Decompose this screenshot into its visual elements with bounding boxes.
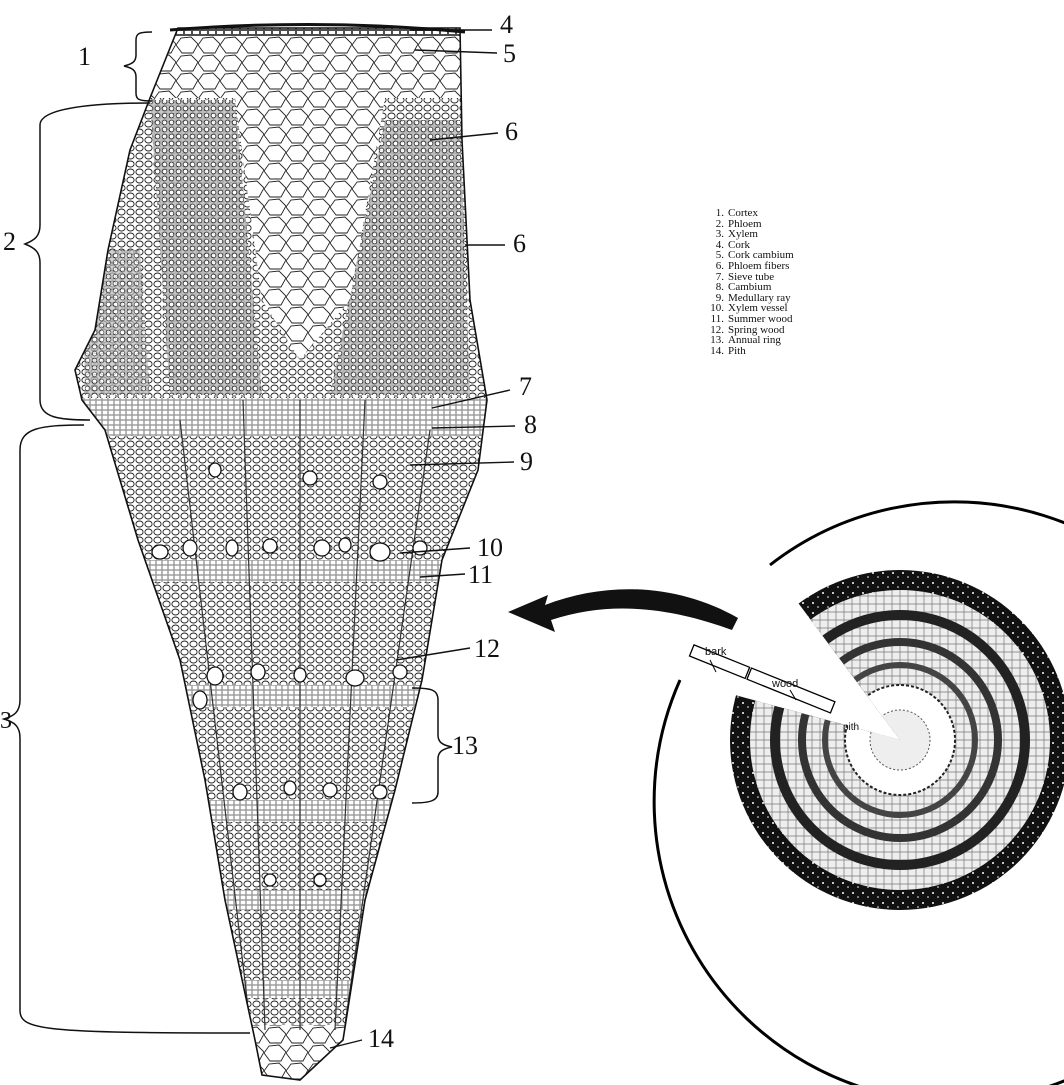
legend-number: 11. bbox=[706, 314, 728, 325]
legend-number: 14. bbox=[706, 346, 728, 357]
legend-term: Phloem fibers bbox=[728, 261, 789, 272]
legend-term: Cortex bbox=[728, 208, 758, 219]
inset-pith-label: pith bbox=[843, 722, 859, 733]
callout-6b: 6 bbox=[513, 229, 526, 258]
legend-term: Pith bbox=[728, 346, 746, 357]
callout-10: 10 bbox=[477, 533, 503, 562]
legend-item: 1.Cortex bbox=[706, 208, 826, 219]
legend-number: 6. bbox=[706, 261, 728, 272]
pointer-arrow bbox=[508, 589, 738, 632]
legend-item: 2.Phloem bbox=[706, 219, 826, 230]
callout-4: 4 bbox=[500, 10, 513, 39]
callout-12: 12 bbox=[474, 634, 500, 663]
callout-7: 7 bbox=[519, 372, 532, 401]
callout-9: 9 bbox=[520, 447, 533, 476]
callout-5: 5 bbox=[503, 39, 516, 68]
callout-11: 11 bbox=[468, 560, 493, 589]
callout-8: 8 bbox=[524, 410, 537, 439]
stem-wedge-illustration bbox=[60, 10, 510, 1085]
callout-6a: 6 bbox=[505, 117, 518, 146]
legend-item: 11.Summer wood bbox=[706, 314, 826, 325]
legend-item: 14.Pith bbox=[706, 346, 826, 357]
callout-2: 2 bbox=[3, 227, 16, 256]
legend-term: Summer wood bbox=[728, 314, 792, 325]
callout-14: 14 bbox=[368, 1024, 394, 1053]
legend-item: 3.Xylem bbox=[706, 229, 826, 240]
legend-number: 1. bbox=[706, 208, 728, 219]
inset-wood-label: wood bbox=[771, 678, 798, 690]
callout-13: 13 bbox=[452, 731, 478, 760]
inset-bark-label: bark bbox=[705, 646, 727, 658]
trunk-cross-section-inset: bark wood pith bbox=[654, 502, 1064, 1085]
legend-item: 6.Phloem fibers bbox=[706, 261, 826, 272]
callout-3: 3 bbox=[0, 708, 12, 734]
legend-item: 13.Annual ring bbox=[706, 335, 826, 346]
callout-1: 1 bbox=[78, 42, 91, 71]
